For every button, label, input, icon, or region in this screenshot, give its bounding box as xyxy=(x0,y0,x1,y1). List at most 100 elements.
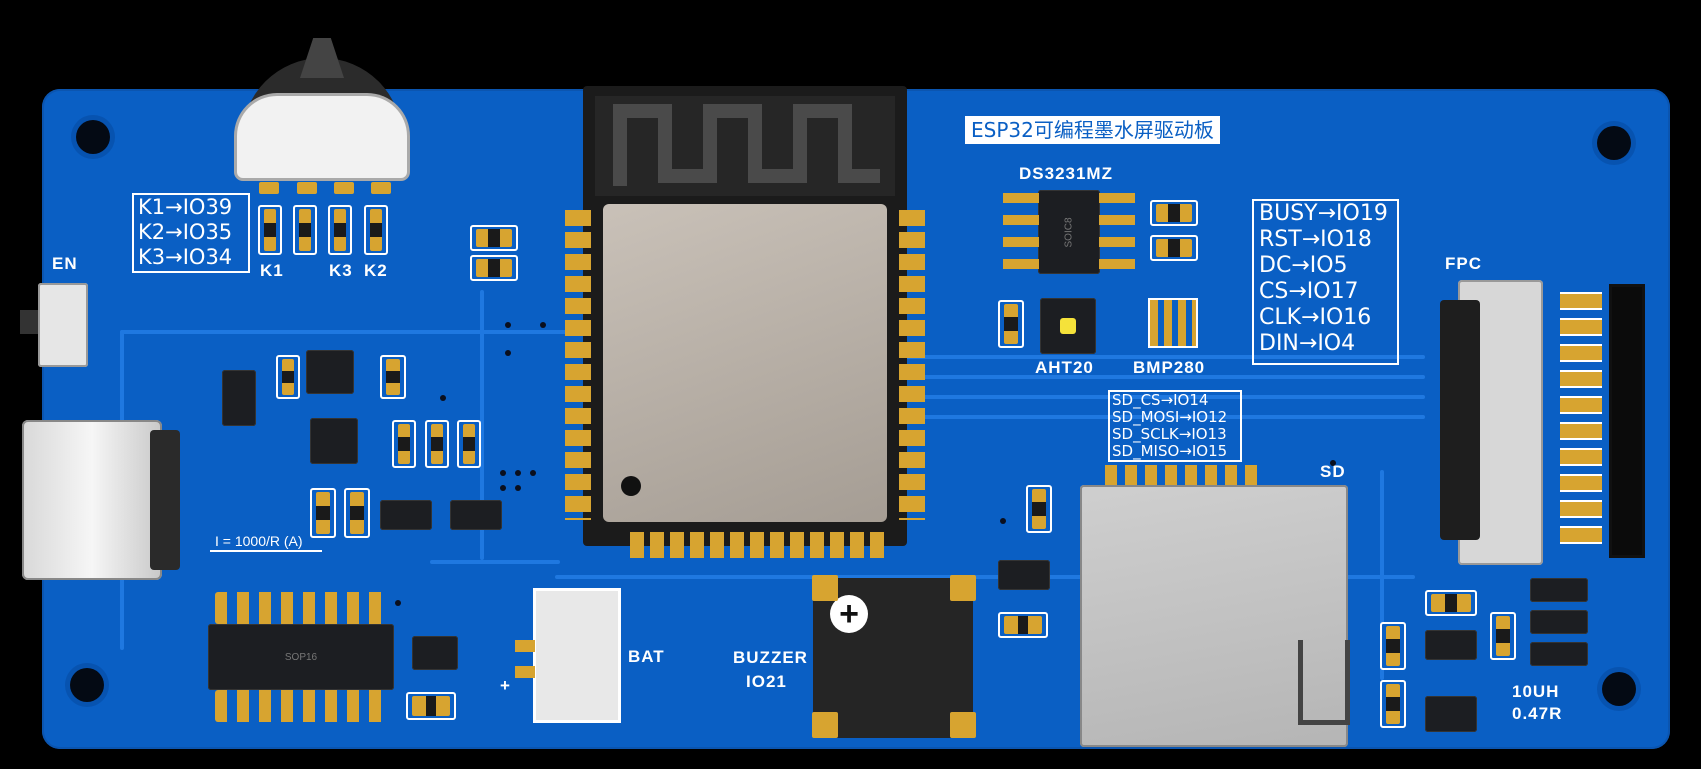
capacitor xyxy=(1490,612,1516,660)
encoder-knob-tab xyxy=(300,38,344,78)
formula-underline xyxy=(210,550,322,552)
via xyxy=(500,485,506,491)
via xyxy=(395,600,401,606)
esp32-module xyxy=(583,86,907,546)
capacitor xyxy=(1380,680,1406,728)
key-resistor xyxy=(293,205,317,255)
antenna-trace-icon xyxy=(613,104,880,186)
mosfet xyxy=(380,500,432,530)
resistor xyxy=(380,355,406,399)
esp32-right-pads xyxy=(899,210,925,520)
regulator-chip xyxy=(310,418,358,464)
sd-card-socket[interactable] xyxy=(1080,485,1348,747)
mosfet xyxy=(450,500,502,530)
mounting-hole-bottom-right xyxy=(1602,672,1636,706)
capacitor xyxy=(1425,590,1477,616)
sd-map-line: SD_MOSI→IO12 xyxy=(1112,408,1228,426)
resistor-array xyxy=(1530,578,1588,602)
regulator-chip xyxy=(1425,630,1477,660)
key-resistor xyxy=(258,205,282,255)
sd-map-line: SD_SCLK→IO13 xyxy=(1112,425,1227,443)
mounting-hole-top-left xyxy=(76,120,110,154)
diode xyxy=(222,370,256,426)
via xyxy=(540,322,546,328)
trace xyxy=(905,375,1425,379)
battery-plus: + xyxy=(500,676,511,695)
fpc-actuator xyxy=(1440,300,1480,540)
battery-connector-pins xyxy=(515,640,535,680)
pin1-dot xyxy=(621,476,641,496)
capacitor xyxy=(1150,200,1198,226)
aht20-sensor xyxy=(1040,298,1096,354)
resistor-value: 0.47R xyxy=(1512,704,1563,723)
trace xyxy=(905,355,1425,359)
sop16-text: SOP16 xyxy=(284,651,318,663)
buzzer-pad xyxy=(812,712,838,738)
esp32-left-pads xyxy=(565,210,591,520)
key-map-box: K1→IO39 K2→IO35 K3→IO34 xyxy=(132,193,250,273)
current-formula: I = 1000/R (A) xyxy=(215,533,303,549)
key-map-line: K2→IO35 xyxy=(138,220,233,244)
via xyxy=(500,470,506,476)
epd-pin-map-box: BUSY→IO19 RST→IO18 DC→IO5 CS→IO17 CLK→IO… xyxy=(1252,199,1399,365)
encoder-body xyxy=(237,96,407,178)
regulator-chip xyxy=(306,350,354,394)
via xyxy=(505,350,511,356)
aht20-window xyxy=(1060,318,1076,334)
sd-map-line: SD_CS→IO14 xyxy=(1112,391,1209,409)
mounting-hole-top-right xyxy=(1597,126,1631,160)
via xyxy=(530,470,536,476)
trace xyxy=(430,560,560,564)
key-label-k3: K3 xyxy=(329,261,353,280)
buzzer-io-label: IO21 xyxy=(746,672,787,691)
en-switch-lever xyxy=(20,310,38,334)
encoder-pin xyxy=(259,182,279,194)
board-title: ESP32可编程墨水屏驱动板 xyxy=(965,116,1220,144)
battery-connector[interactable] xyxy=(533,588,621,723)
via xyxy=(440,395,446,401)
en-switch[interactable] xyxy=(38,283,88,367)
resistor xyxy=(425,420,449,468)
resistor-array xyxy=(1530,642,1588,666)
rtc-package-text: SOIC8 xyxy=(1063,216,1075,248)
sop16-pins-top xyxy=(215,592,390,624)
encoder-pin xyxy=(297,182,317,194)
antenna-area xyxy=(595,96,895,196)
capacitor xyxy=(470,225,518,251)
trace xyxy=(480,290,484,560)
rtc-chip: SOIC8 xyxy=(1038,190,1100,274)
esp32-bottom-pads xyxy=(630,532,885,558)
rtc-label: DS3231MZ xyxy=(1019,164,1113,183)
capacitor xyxy=(998,300,1024,348)
buzzer-plus-icon: + xyxy=(830,595,868,633)
encoder-pin xyxy=(371,182,391,194)
mounting-hole-bottom-left xyxy=(70,668,104,702)
buzzer-pad xyxy=(950,575,976,601)
via xyxy=(515,485,521,491)
usb-c-connector[interactable] xyxy=(22,420,162,580)
resistor xyxy=(392,420,416,468)
resistor xyxy=(344,488,370,538)
sd-latch xyxy=(1298,640,1350,725)
buzzer-pad xyxy=(812,575,838,601)
small-ic xyxy=(412,636,458,670)
sop16-pins-bottom xyxy=(215,690,390,722)
sop16-chip: SOP16 xyxy=(208,624,394,690)
capacitor xyxy=(470,255,518,281)
capacitor xyxy=(406,692,456,720)
epd-map-line: BUSY→IO19 xyxy=(1259,201,1388,226)
resistor xyxy=(276,355,300,399)
capacitor xyxy=(1380,622,1406,670)
resistor xyxy=(998,612,1048,638)
trace xyxy=(120,330,580,334)
esp32-shield-can xyxy=(603,204,887,522)
sd-pin-map-box: SD_CS→IO14 SD_MOSI→IO12 SD_SCLK→IO13 SD_… xyxy=(1108,390,1242,462)
inductor-value: 10UH xyxy=(1512,682,1560,701)
bmp280-label: BMP280 xyxy=(1133,358,1206,377)
trace xyxy=(905,415,1425,419)
epd-map-line: DC→IO5 xyxy=(1259,253,1348,278)
rotary-encoder[interactable] xyxy=(232,38,412,178)
sd-label: SD xyxy=(1320,462,1346,481)
resistor xyxy=(1026,485,1052,533)
buzzer-pad xyxy=(950,712,976,738)
